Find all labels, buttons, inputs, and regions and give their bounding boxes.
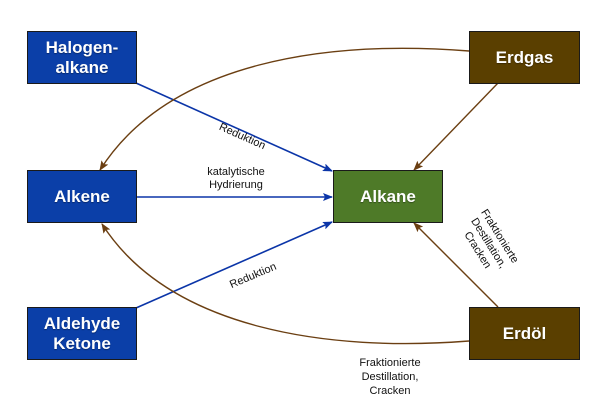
node-alkane-label: Alkane (360, 186, 416, 206)
arrow-erdoel-to-alkene (101, 223, 470, 345)
node-erdgas: Erdgas (469, 31, 580, 84)
node-halogenalkane-line-1: Halogen- (45, 37, 119, 57)
node-alkane: Alkane (333, 170, 443, 223)
arrow-erdgas-to-alkane (413, 82, 499, 171)
arrow-erdoel-to-alkane (413, 222, 499, 308)
label-bottom-line-2: Destillation, (361, 371, 419, 383)
label-hydrierung: Hydrierung (209, 179, 263, 191)
label-katalytische: katalytische (207, 166, 265, 178)
node-halogenalkane-line-2: alkane (55, 57, 109, 77)
node-erdgas-label: Erdgas (495, 47, 554, 67)
label-katalytische-hydrierung: katalytische Hydrierung (196, 166, 276, 192)
node-halogenalkane: Halogen- alkane (27, 31, 137, 84)
node-aldehyde-line-1: Aldehyde (43, 313, 121, 333)
node-erdoel: Erdöl (469, 307, 580, 360)
label-fraktionierte-bottom: Fraktionierte Destillation, Cracken (350, 356, 430, 398)
arrow-aldehyde-to-alkane (135, 221, 333, 309)
label-bottom-line-1: Fraktionierte (359, 357, 421, 369)
node-alkene: Alkene (27, 170, 137, 223)
node-aldehyde-line-2: Ketone (53, 333, 111, 353)
arrow-erdgas-to-alkene (99, 47, 470, 171)
arrow-halogenalkane-to-alkane (135, 82, 333, 172)
node-alkene-label: Alkene (54, 186, 110, 206)
node-aldehyde-ketone: Aldehyde Ketone (27, 307, 137, 360)
label-bottom-line-3: Cracken (369, 385, 411, 397)
node-erdoel-label: Erdöl (502, 323, 547, 343)
